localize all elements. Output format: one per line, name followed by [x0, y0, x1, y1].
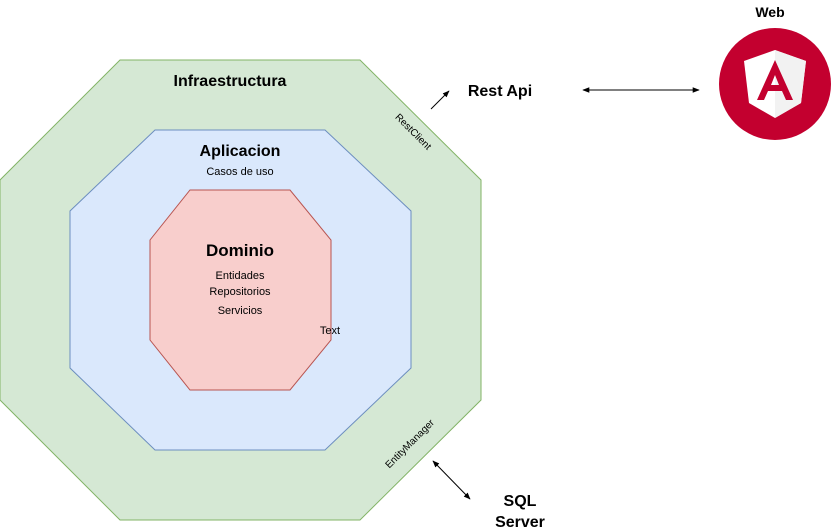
dominio-layer[interactable]: [149, 189, 332, 391]
web-title: Web: [755, 4, 784, 20]
restclient-arrow: [430, 90, 450, 110]
aplicacion-subtitle: Casos de uso: [206, 166, 273, 178]
infraestructura-title: Infraestructura: [174, 73, 287, 90]
sql-label-line1: SQL: [504, 493, 537, 510]
dominio-item-entidades: Entidades: [216, 270, 265, 282]
sql-label-line2: Server: [495, 514, 545, 531]
aplicacion-title: Aplicacion: [200, 143, 281, 160]
rest-api-label: Rest Api: [468, 83, 532, 100]
loose-text-label[interactable]: Text: [320, 325, 340, 337]
dominio-item-servicios: Servicios: [218, 305, 263, 317]
sql-server-arrow: [432, 460, 471, 500]
angular-logo-icon[interactable]: [719, 28, 831, 140]
dominio-title: Dominio: [206, 241, 274, 260]
dominio-item-repositorios: Repositorios: [209, 286, 271, 298]
